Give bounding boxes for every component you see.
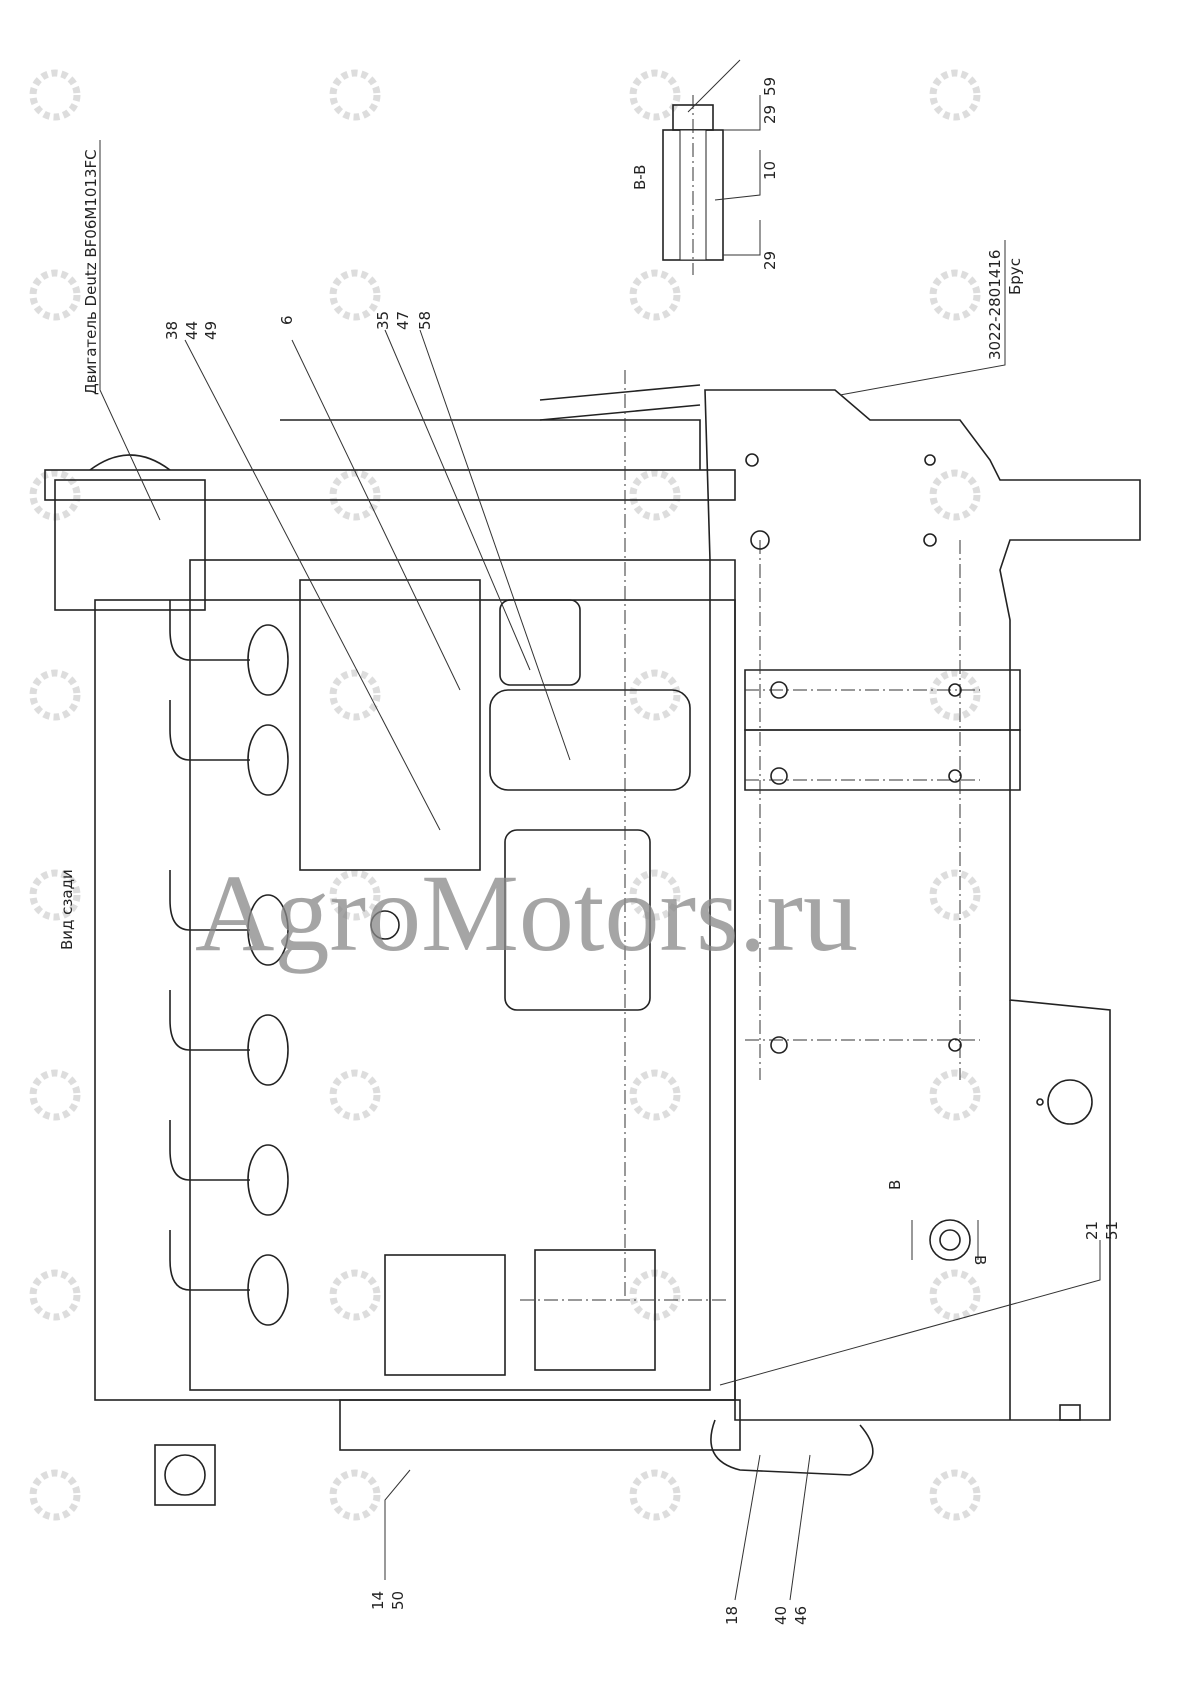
callout-44: 44 [183, 321, 201, 340]
watermark-gear-icon [629, 869, 681, 921]
watermark-gear-icon [929, 1269, 981, 1321]
watermark-layer [29, 69, 981, 1521]
fuel-line [169, 1230, 250, 1291]
section-label: B-B [631, 165, 649, 190]
callout-46: 46 [792, 1606, 810, 1625]
callout-51: 51 [1103, 1221, 1121, 1240]
fuel-line [169, 700, 250, 761]
watermark-gear-icon [629, 269, 681, 321]
callout-6: 6 [278, 315, 296, 325]
beam-name-label: Брус [1006, 258, 1024, 295]
watermark-gear-icon [329, 1069, 381, 1121]
watermark-gear-icon [629, 69, 681, 121]
watermark-gear-icon [629, 669, 681, 721]
injector [247, 624, 289, 696]
callout-35: 35 [374, 311, 392, 330]
fuel-line [169, 600, 250, 661]
watermark-gear-icon [929, 1069, 981, 1121]
watermark-big: AgroMotors.ru [195, 852, 858, 974]
watermark-gear-icon [29, 69, 81, 121]
watermark-gear-icon [929, 269, 981, 321]
engine-label: Двигатель Deutz BF06M1013FC [82, 149, 100, 395]
watermark-gear-icon [929, 869, 981, 921]
callout-49: 49 [202, 321, 220, 340]
callout-38: 38 [163, 321, 181, 340]
fuel-line [169, 1120, 250, 1181]
beam-code-label: 3022-2801416 [986, 250, 1004, 360]
injector [247, 1014, 289, 1086]
watermark-gear-icon [29, 1069, 81, 1121]
watermark-gear-icon [929, 469, 981, 521]
view-rear-label: Вид сзади [58, 869, 76, 950]
watermark-gear-icon [29, 869, 81, 921]
section-mark-left: B [886, 1180, 904, 1190]
callout-21: 21 [1083, 1221, 1101, 1240]
injectors [169, 600, 289, 1326]
leader-lines [99, 59, 1101, 1601]
watermark-gear-icon [329, 1469, 381, 1521]
callout-18: 18 [723, 1606, 741, 1625]
watermark-gear-icon [329, 69, 381, 121]
callout-29-bottom: 29 [761, 251, 779, 270]
watermark-gear-icon [329, 469, 381, 521]
watermark-gear-icon [29, 669, 81, 721]
watermark-gear-icon [629, 469, 681, 521]
callout-59: 59 [761, 77, 779, 96]
section-mark-right: B [971, 1255, 989, 1265]
watermark-gear-icon [329, 269, 381, 321]
watermark-gear-icon [29, 1269, 81, 1321]
injector [247, 1144, 289, 1216]
watermark-gear-icon [929, 69, 981, 121]
injector [247, 1254, 289, 1326]
fuel-line [169, 990, 250, 1051]
engine-block [44, 370, 741, 1506]
callout-47: 47 [394, 311, 412, 330]
labels: Двигатель Deutz BF06M1013FC Вид сзади B-… [58, 77, 1121, 1625]
watermark-gear-icon [629, 1069, 681, 1121]
watermark-gear-icon [29, 1469, 81, 1521]
callout-40: 40 [772, 1606, 790, 1625]
watermark-gear-icon [629, 1469, 681, 1521]
watermark-gear-icon [329, 1269, 381, 1321]
callout-50: 50 [389, 1591, 407, 1610]
callout-10: 10 [761, 161, 779, 180]
fuel-line [169, 870, 250, 931]
watermark-gear-icon [329, 669, 381, 721]
injector [247, 724, 289, 796]
watermark-gear-icon [329, 869, 381, 921]
watermark-gear-icon [929, 1469, 981, 1521]
callout-14: 14 [369, 1591, 387, 1610]
section-bb-detail [662, 95, 724, 275]
watermark-gear-icon [29, 269, 81, 321]
callout-29-top: 29 [761, 105, 779, 124]
callout-58: 58 [416, 311, 434, 330]
watermark-gear-icon [929, 669, 981, 721]
